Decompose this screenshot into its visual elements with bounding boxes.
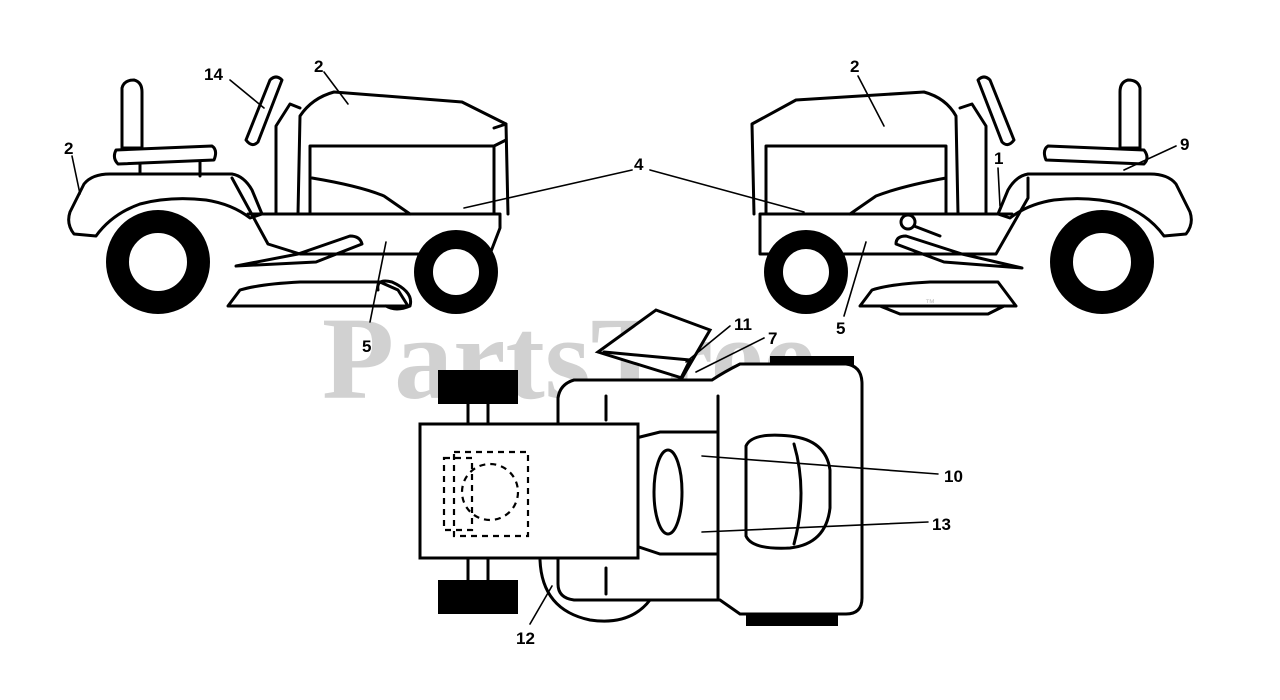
seat-back xyxy=(1118,78,1142,150)
callout-5-left: 5 xyxy=(362,337,371,356)
leader-4-left xyxy=(463,169,633,209)
rear-tire-top-lower xyxy=(746,614,838,626)
mower-deck xyxy=(226,280,410,308)
leader-14 xyxy=(229,79,265,109)
seat-cushion xyxy=(1042,144,1149,166)
callout-2-right-top: 2 xyxy=(850,57,859,76)
callout-1: 1 xyxy=(994,149,1003,168)
hood-side-panel xyxy=(308,144,496,216)
body-swoosh xyxy=(310,176,412,216)
deck-outline-top xyxy=(538,558,652,623)
mower-right-side-view xyxy=(750,75,1193,316)
callout-10: 10 xyxy=(944,467,963,486)
rear-fender xyxy=(67,172,264,238)
air-filter-outline xyxy=(460,462,520,522)
seat-top-back xyxy=(792,442,803,546)
callout-2-left-top: 2 xyxy=(314,57,323,76)
discharge-chute xyxy=(376,279,413,311)
leader-11 xyxy=(685,325,731,363)
leader-lines xyxy=(71,71,1177,625)
leader-12 xyxy=(529,585,553,625)
rear-fender xyxy=(996,172,1193,238)
frame-rail xyxy=(758,176,1030,256)
watermark-trademark: ™ xyxy=(925,298,935,309)
leader-5-left xyxy=(369,241,387,323)
leader-9 xyxy=(1123,145,1177,171)
leader-7 xyxy=(695,337,765,373)
callout-14: 14 xyxy=(204,65,223,84)
mower-deck xyxy=(858,280,1018,308)
seat-cushion xyxy=(112,144,218,166)
front-tire-top-upper xyxy=(438,370,518,404)
deck-lower-shield xyxy=(878,304,1006,316)
front-wheel-hub-right xyxy=(781,247,831,297)
mower-top-view xyxy=(418,308,864,626)
callout-9: 9 xyxy=(1180,135,1189,154)
callout-labels: 14 2 2 4 5 2 9 1 5 11 7 10 13 12 xyxy=(64,57,1189,648)
ignition-lever xyxy=(912,224,942,238)
pedal xyxy=(894,234,1024,270)
steering-wheel xyxy=(976,75,1016,147)
leader-10 xyxy=(701,455,939,475)
ignition-knob xyxy=(899,213,917,231)
steering-wheel-top xyxy=(652,448,684,536)
front-axle xyxy=(466,402,490,582)
leader-2-left-top xyxy=(323,71,349,105)
rear-wheel-hub-left xyxy=(127,231,189,293)
body-swoosh xyxy=(848,176,948,216)
hood-side-panel xyxy=(764,144,948,216)
callout-11: 11 xyxy=(734,315,752,334)
leader-4-right xyxy=(649,169,805,213)
engine-outline-rear xyxy=(442,456,474,532)
steering-column xyxy=(958,102,988,216)
engine-outline xyxy=(452,450,530,538)
pedal xyxy=(234,234,364,268)
rear-wheel-hub-right xyxy=(1071,231,1133,293)
steering-column xyxy=(274,102,302,216)
mower-left-side-view xyxy=(67,75,510,314)
callout-5-right: 5 xyxy=(836,319,845,338)
front-wheel-hub-left xyxy=(431,247,481,297)
leader-1 xyxy=(997,167,1001,207)
hood-front-grille xyxy=(492,122,508,148)
leader-2-right-top xyxy=(857,75,885,127)
callout-4: 4 xyxy=(634,155,644,174)
discharge-chute-top xyxy=(594,308,713,380)
callout-13: 13 xyxy=(932,515,951,534)
seat-back xyxy=(120,78,144,150)
front-tire-top-lower xyxy=(438,580,518,614)
seat-top xyxy=(744,433,832,550)
leader-2-left-fender xyxy=(71,155,81,195)
leader-5-right xyxy=(843,241,867,317)
hood xyxy=(750,90,960,216)
hood xyxy=(296,90,510,216)
callout-7: 7 xyxy=(768,329,777,348)
leader-13 xyxy=(701,521,929,533)
callout-12: 12 xyxy=(516,629,535,648)
chute-mount xyxy=(602,350,692,382)
callout-2-left-fender: 2 xyxy=(64,139,73,158)
steering-wheel xyxy=(244,75,284,147)
